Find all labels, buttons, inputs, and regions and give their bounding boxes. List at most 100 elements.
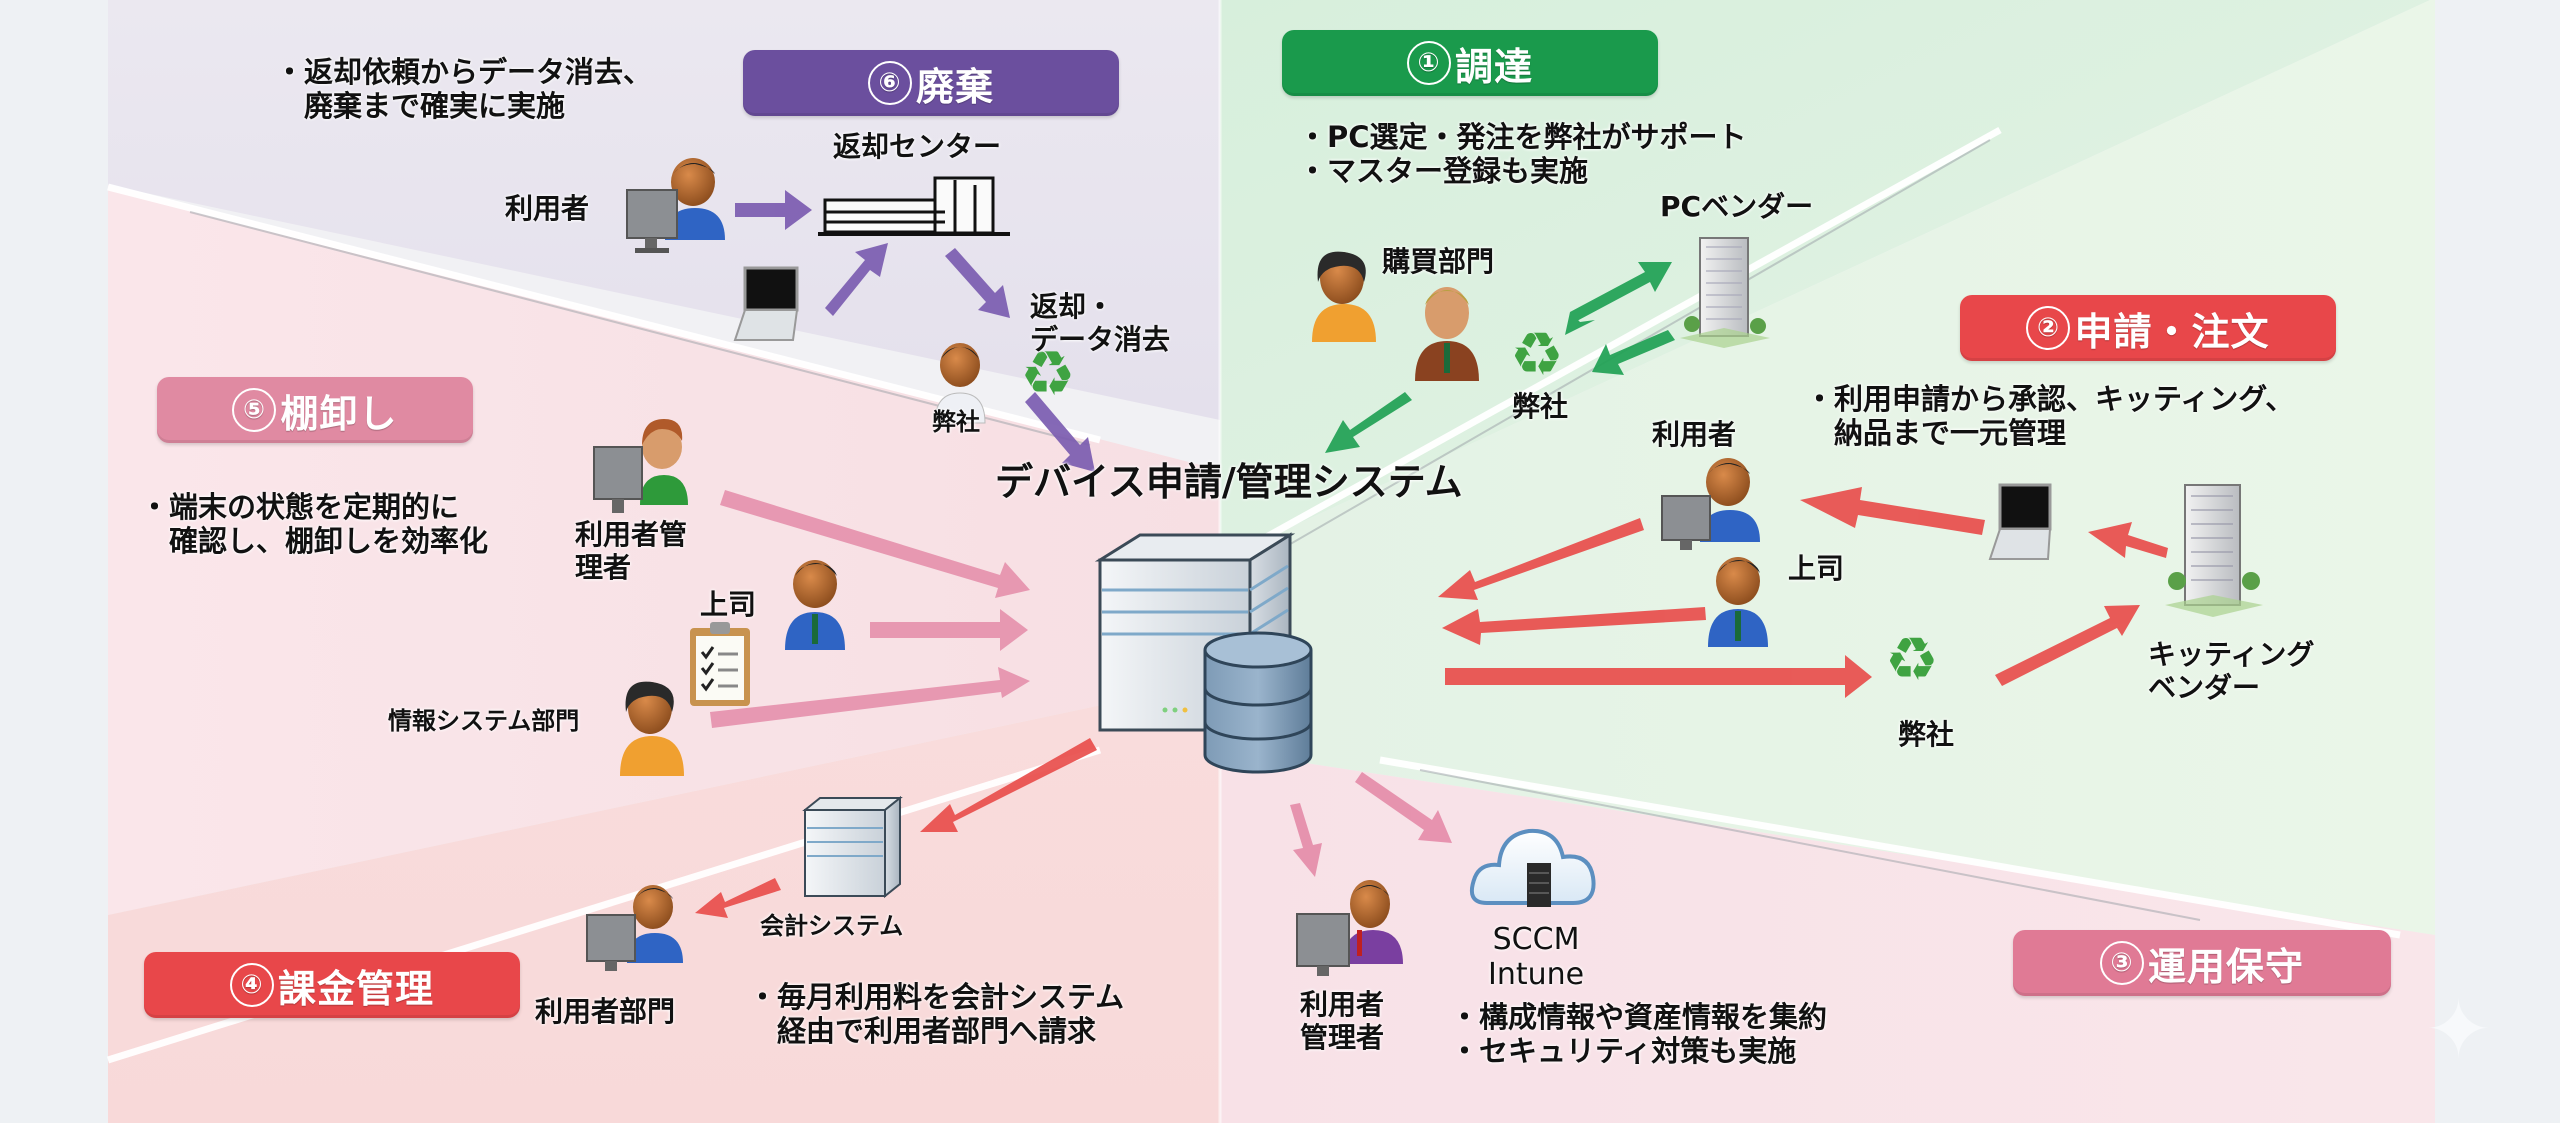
label-pc-vendor: PCベンダー <box>1660 190 1814 223</box>
label-boss: 上司 <box>700 588 757 621</box>
billing-arrows <box>695 738 1097 918</box>
label-line: 返却・ <box>1030 290 1115 323</box>
arrow-system-to-company <box>1445 655 1872 698</box>
section-label-operation: ③ 運用保守 <box>2013 930 2391 996</box>
procurement-bullets: ・PC選定・発注を弊社がサポート ・マスター登録も実施 <box>1298 120 1747 188</box>
bullet-line: ・端末の状態を定期的に <box>140 490 460 524</box>
recycle-icon: ♻ <box>1510 320 1564 390</box>
label-user-dept: 利用者部門 <box>535 995 676 1028</box>
inventory-arrows <box>710 490 1030 728</box>
arrow-purchasing-to-system <box>1325 392 1412 453</box>
user-admin-icon <box>593 419 688 513</box>
purchasing-man-icon <box>1415 287 1479 381</box>
system-title: デバイス申請/管理システム <box>995 460 1463 504</box>
section-number: ⑥ <box>867 61 912 105</box>
section-label-order: ② 申請・注文 <box>1960 295 2336 361</box>
label-our-company: 弊社 <box>1512 390 1569 423</box>
arrow-vendor-to-company-bidir-head <box>1565 312 1595 335</box>
section-label-procurement: ① 調達 <box>1282 30 1658 96</box>
arrow-erase-to-system <box>1025 392 1095 472</box>
disposal-bullets: ・返却依頼からデータ消去、 廃棄まで確実に実施 <box>275 55 652 123</box>
section-title: 棚卸し <box>280 391 398 436</box>
label-line: Intune <box>1488 957 1585 993</box>
label-user-admin: 利用者管 理者 <box>575 518 687 584</box>
inventory-bullets: ・端末の状態を定期的に 確認し、棚卸しを効率化 <box>140 490 488 558</box>
sparkle-icon: ✦ <box>2425 983 2493 1076</box>
arrow-user-to-system <box>1438 518 1644 600</box>
company-staff-icon <box>934 343 986 424</box>
recycle-icon: ♻ <box>1885 625 1939 695</box>
label-user-admin: 利用者 管理者 <box>1300 988 1384 1054</box>
arrow-user-to-center <box>735 190 812 230</box>
bullet-line: ・毎月利用料を会計システム <box>748 980 1125 1014</box>
label-boss: 上司 <box>1788 552 1845 585</box>
procurement-arrows <box>1325 262 1675 453</box>
operation-arrows <box>1290 772 1452 877</box>
section-number: ③ <box>2099 941 2144 985</box>
label-line: データ消去 <box>1030 323 1171 357</box>
database-icon <box>1203 631 1313 774</box>
arrow-center-to-erase <box>945 248 1010 318</box>
arrow-system-to-useradmin <box>1290 803 1322 877</box>
bullet-line: ・返却依頼からデータ消去、 <box>275 55 653 89</box>
label-line: ベンダー <box>2148 671 2261 705</box>
section-title: 廃棄 <box>915 64 994 109</box>
region-order <box>1220 0 2435 935</box>
boss-icon <box>1708 557 1768 647</box>
user-admin-at-pc-icon <box>1296 880 1403 976</box>
disposal-arrows <box>735 190 1095 472</box>
arrow-system-to-accounting <box>920 738 1097 832</box>
label-purchasing: 購買部門 <box>1382 245 1495 278</box>
bullet-line: ・利用申請から承認、キッティング、 <box>1805 382 2295 416</box>
section-label-inventory: ⑤ 棚卸し <box>157 377 473 443</box>
arrow-laptop-to-user <box>1800 487 1985 535</box>
label-return-center: 返却センター <box>833 130 1002 163</box>
section-label-billing: ④ 課金管理 <box>144 952 520 1018</box>
section-title: 課金管理 <box>277 966 434 1011</box>
svg-text:♻: ♻ <box>1510 320 1564 390</box>
pc-vendor-building-icon <box>1680 237 1770 348</box>
bullet-line: ・セキュリティ対策も実施 <box>1450 1034 1797 1069</box>
arrow-laptop-to-center <box>825 243 888 316</box>
label-user: 利用者 <box>505 192 590 225</box>
billing-bullets: ・毎月利用料を会計システム 経由で利用者部門へ請求 <box>748 980 1124 1048</box>
bullet-line: ・マスター登録も実施 <box>1298 154 1589 189</box>
section-label-disposal: ⑥ 廃棄 <box>743 50 1119 116</box>
arrow-boss-to-system <box>870 609 1028 651</box>
section-number: ⑤ <box>232 388 277 432</box>
laptop-icon <box>1988 483 2052 560</box>
laptop-icon <box>733 266 799 341</box>
arrow-boss-to-system <box>1442 607 1706 645</box>
label-line: 理者 <box>575 551 632 585</box>
order-bullets: ・利用申請から承認、キッティング、 納品まで一元管理 <box>1805 382 2294 450</box>
label-line: SCCM <box>1492 922 1580 957</box>
section-title: 運用保守 <box>2147 944 2304 989</box>
bullet-line: ・構成情報や資産情報を集約 <box>1450 1000 1828 1034</box>
svg-text:♻: ♻ <box>1885 625 1939 695</box>
arrow-company-to-vendor <box>1995 605 2140 686</box>
bullet-line: 納品まで一元管理 <box>1805 416 2067 451</box>
section-title: 調達 <box>1454 44 1533 89</box>
arrow-vendor-to-company <box>1592 330 1675 375</box>
it-dept-staff-icon <box>620 681 684 776</box>
label-return-erase: 返却・ データ消去 <box>1030 290 1170 356</box>
label-our-company: 弊社 <box>1898 718 1955 751</box>
section-number: ② <box>2026 306 2071 350</box>
user-at-pc-icon <box>626 158 725 253</box>
bullet-line: 確認し、棚卸しを効率化 <box>140 524 489 559</box>
arrow-accounting-to-userdept <box>695 878 781 918</box>
bullet-line: 廃棄まで確実に実施 <box>275 89 566 124</box>
arrow-useradmin-to-system <box>720 490 1030 598</box>
kitting-vendor-building-icon <box>2165 484 2263 617</box>
label-line: 利用者管 <box>575 518 688 551</box>
arrow-vendor-to-company-bidir <box>1570 262 1672 322</box>
label-it-dept: 情報システム部門 <box>388 707 580 735</box>
bullet-line: ・PC選定・発注を弊社がサポート <box>1298 120 1747 154</box>
section-number: ④ <box>229 963 274 1007</box>
label-line: 利用者 <box>1300 988 1385 1021</box>
label-user: 利用者 <box>1652 418 1737 451</box>
label-accounting-system: 会計システム <box>760 912 904 940</box>
section-title: 申請・注文 <box>2074 309 2270 354</box>
